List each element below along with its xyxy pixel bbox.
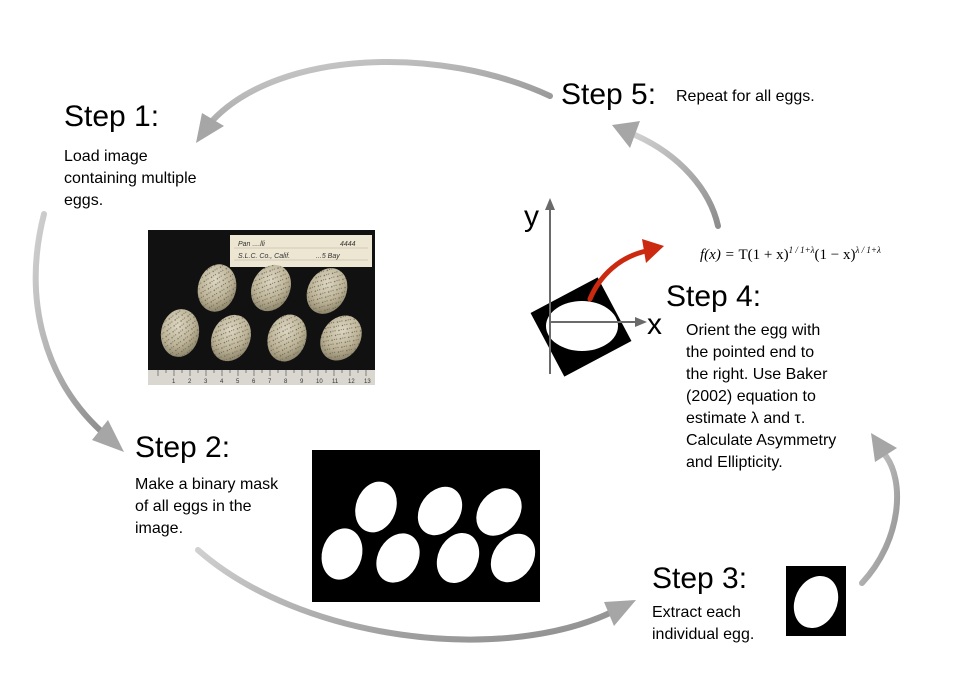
orientation-diagram (530, 198, 647, 377)
formula-tau: T (738, 247, 748, 263)
ruler-number: 2 (188, 379, 192, 385)
step4-desc-line: Orient the egg with (686, 322, 821, 339)
oriented-egg (546, 301, 618, 351)
ruler-number: 13 (364, 379, 371, 385)
step1-title: Step 1: (64, 100, 160, 133)
arrow-step5-to-step1 (210, 58, 553, 123)
x-axis-arrowhead (635, 317, 647, 327)
mask-egg (476, 488, 522, 536)
step5-description: Repeat for all eggs. (676, 88, 815, 105)
mask-egg (436, 532, 480, 584)
photo-egg (320, 315, 362, 361)
mask-egg (355, 481, 397, 533)
label-text: 4444 (340, 241, 356, 248)
step1-desc-line: eggs. (64, 192, 104, 209)
photo-egg (306, 268, 348, 314)
step4-title: Step 4: (666, 280, 762, 313)
baker-equation: f(x) = T(1 + x)1 / 1+λ(1 − x)λ / 1+λ (700, 240, 881, 265)
label-text: S.L.C. Co., Calif. (238, 253, 290, 260)
step2-desc-line: image. (135, 520, 184, 537)
step1-desc-line: containing multiple (64, 170, 197, 187)
formula-base1: (1 + x) (747, 247, 789, 263)
arrow-step1-to-step2 (32, 211, 105, 435)
ruler-number: 7 (268, 379, 272, 385)
photo-egg (160, 309, 200, 357)
formula-base2: (1 − x) (814, 247, 856, 263)
step3-description: Extract each individual egg. (652, 602, 754, 646)
photo-egg (251, 264, 291, 312)
y-axis-label: y (524, 200, 539, 233)
ruler-number: 9 (300, 379, 304, 385)
mask-egg (321, 528, 363, 580)
step1-desc-line: Load image (64, 148, 148, 165)
photo-egg (267, 314, 307, 362)
ruler-number: 10 (316, 379, 323, 385)
step2-title: Step 2: (135, 431, 231, 464)
red-curved-arrow (587, 239, 664, 302)
ruler-number: 5 (236, 379, 240, 385)
step4-desc-line: and Ellipticity. (686, 454, 783, 471)
y-axis-arrowhead (545, 198, 555, 210)
step4-desc-line: (2002) equation to (686, 388, 816, 405)
step5-title: Step 5: (561, 78, 657, 111)
label-text: ...5 Bay (316, 253, 340, 260)
step4-desc-line: estimate λ and τ. (686, 410, 806, 427)
formula-lhs: f(x) = (700, 247, 739, 263)
ruler-number: 11 (332, 379, 339, 385)
extracted-egg-image (786, 566, 846, 636)
step2-desc-line: of all eggs in the (135, 498, 252, 515)
ruler-number: 1 (172, 379, 176, 385)
mask-egg (490, 533, 536, 583)
step2-desc-line: Make a binary mask (135, 476, 279, 493)
step3-desc-line: individual egg. (652, 626, 755, 643)
step4-desc-line: Calculate Asymmetry (686, 432, 837, 449)
step4-desc-line: the pointed end to (686, 344, 815, 361)
arrowhead-step4 (871, 433, 897, 462)
formula-exp1: 1 / 1+λ (788, 245, 815, 255)
binary-mask-image (312, 450, 540, 602)
arrow-step2-to-step3 (195, 547, 615, 643)
photo-egg (211, 314, 251, 362)
step1-description: Load image containing multiple eggs. (64, 146, 197, 212)
arrowhead-step5 (612, 121, 640, 148)
arrowhead-step2 (92, 420, 124, 452)
egg-photo: Pan ....lli 4444 S.L.C. Co., Calif. ...5… (148, 230, 375, 385)
arrowhead-step1 (196, 113, 224, 143)
step3-title: Step 3: (652, 562, 748, 595)
ruler-number: 8 (284, 379, 288, 385)
extracted-egg (793, 575, 839, 629)
ruler-number: 12 (348, 379, 355, 385)
specimen-label (230, 235, 372, 267)
step4-desc-line: the right. Use Baker (686, 366, 828, 383)
step2-description: Make a binary mask of all eggs in the im… (135, 474, 278, 540)
arrowhead-step3 (604, 600, 636, 626)
arrow-step4-to-step5 (632, 132, 721, 229)
x-axis-label: x (647, 308, 662, 341)
formula-exp2: λ / 1+λ (855, 245, 881, 255)
mask-egg (376, 533, 420, 583)
label-text: Pan ....lli (238, 241, 265, 248)
photo-egg (197, 264, 237, 312)
step3-desc-line: Extract each (652, 604, 741, 621)
arrow-step3-to-step4 (859, 452, 901, 586)
ruler-number: 4 (220, 379, 224, 385)
ruler-number: 6 (252, 379, 256, 385)
mask-egg (417, 486, 463, 536)
step4-description: Orient the egg with the pointed end to t… (686, 320, 836, 474)
ruler-number: 3 (204, 379, 208, 385)
